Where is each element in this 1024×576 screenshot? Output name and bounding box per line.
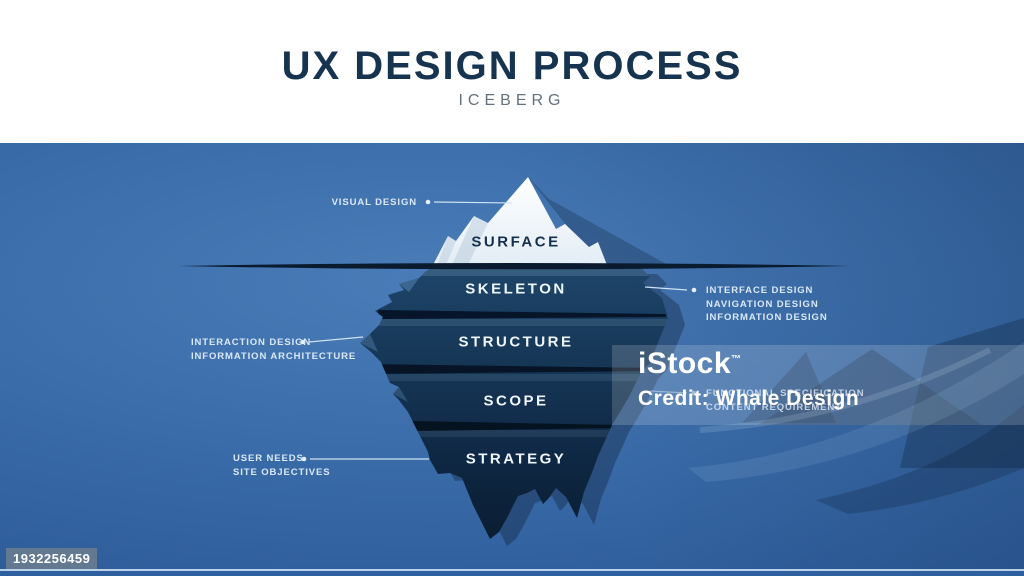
callout-line: INFORMATION DESIGN — [706, 312, 828, 323]
level-label-scope: SCOPE — [483, 392, 549, 410]
istock-logo-text: iStock — [638, 347, 732, 380]
callout-strategy-details: USER NEEDS SITE OBJECTIVES — [233, 452, 330, 479]
level-label-surface: SURFACE — [471, 233, 561, 251]
waterline — [178, 263, 850, 270]
page-subtitle: ICEBERG — [458, 92, 566, 109]
watermark-credit: Credit: Whale Design — [638, 387, 860, 410]
abstract-swirl-shapes — [688, 318, 1024, 514]
level-label-strategy: STRATEGY — [465, 450, 567, 468]
callout-structure-details: INTERACTION DESIGN INFORMATION ARCHITECT… — [191, 336, 356, 363]
image-id-badge: 1932256459 — [6, 548, 98, 569]
callout-connectors — [308, 201, 688, 460]
iceberg-tip — [433, 177, 607, 265]
callout-line: INTERACTION DESIGN — [191, 337, 312, 348]
callout-dots — [300, 199, 697, 462]
callout-line: VISUAL DESIGN — [331, 197, 417, 208]
istock-logo: iStock™ — [638, 347, 742, 381]
callout-scope-details: FUNCTIONAL SPECIFICATION CONTENT REQUIRE… — [706, 387, 864, 414]
iceberg-tip-facets — [437, 216, 488, 265]
callout-visual-design: VISUAL DESIGN — [332, 196, 417, 210]
callout-line: SITE OBJECTIVES — [233, 466, 331, 478]
callout-line: CONTENT REQUIREMENT — [706, 401, 842, 413]
trademark-symbol: ™ — [731, 354, 742, 365]
level-label-skeleton: SKELETON — [465, 280, 567, 298]
callout-line: NAVIGATION DESIGN — [706, 298, 819, 310]
bottom-band — [0, 571, 1024, 576]
callout-line: USER NEEDS — [233, 453, 304, 464]
callout-line: INTERFACE DESIGN — [706, 285, 814, 296]
title-band — [0, 0, 1024, 143]
callout-line: FUNCTIONAL SPECIFICATION — [706, 388, 865, 399]
istock-watermark: iStock™ Credit: Whale Design — [612, 345, 1024, 425]
callout-skeleton-details: INTERFACE DESIGN NAVIGATION DESIGN INFOR… — [706, 284, 828, 325]
bottom-divider-line — [0, 569, 1024, 571]
page-title: UX DESIGN PROCESS — [281, 44, 743, 88]
callout-line: INFORMATION ARCHITECTURE — [191, 350, 357, 362]
level-label-structure: STRUCTURE — [458, 333, 574, 351]
